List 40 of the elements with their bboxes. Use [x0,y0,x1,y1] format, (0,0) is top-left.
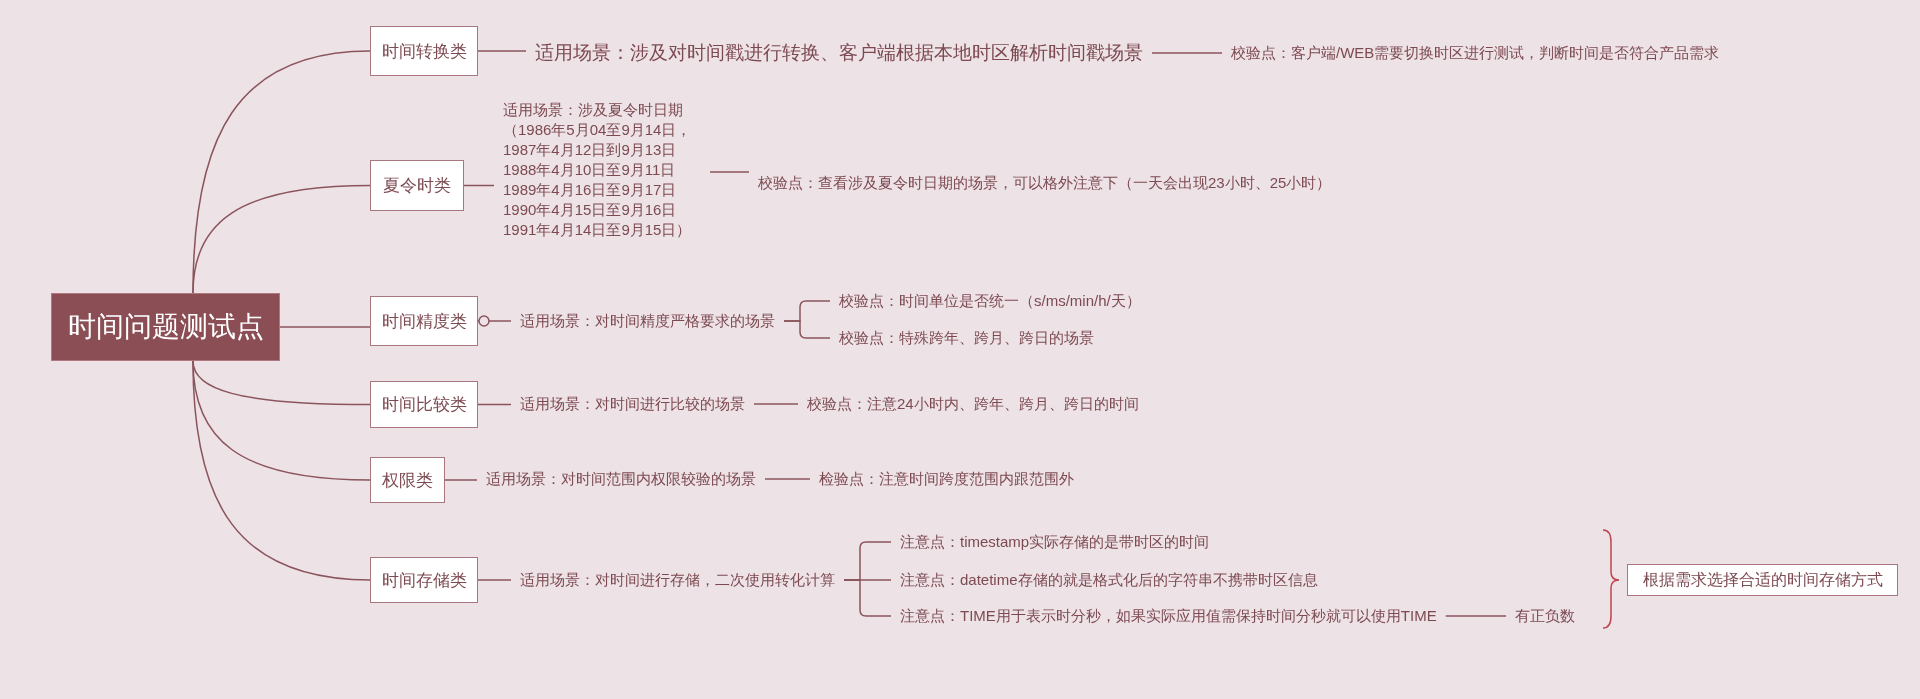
topic-text: 注意点：TIME用于表示时分秒，如果实际应用值需保持时间分秒就可以使用TIME [891,603,1446,629]
topic-text: 检验点：注意时间跨度范围内跟范围外 [810,466,1083,492]
topic-text: 校验点：时间单位是否统一（s/ms/min/h/天） [830,288,1150,314]
topic-text: 注意点：timestamp实际存储的是带时区的时间 [891,529,1219,555]
topic-box: 夏令时类 [370,160,464,211]
branch-line [764,478,811,480]
branch-line [1444,615,1507,617]
branch-line [463,184,495,187]
branch-line [753,403,799,405]
topic-box: 时间比较类 [370,381,478,428]
topic-text: 适用场景：对时间进行比较的场景 [511,391,754,417]
topic-text: 适用场景：对时间进行存储，二次使用转化计算 [511,567,844,593]
branch-line [477,315,512,327]
topic-text: 注意点：datetime存储的就是格式化后的字符串不携带时区信息 [891,567,1327,593]
branch-line [1151,52,1223,54]
topic-text: 校验点：查看涉及夏令时日期的场景，可以格外注意下（一天会出现23小时、25小时） [749,170,1341,196]
branch-line [477,403,512,406]
branch-line [709,171,750,173]
topic-text: 适用场景：涉及对时间戳进行转换、客户端根据本地时区解析时间戳场景 [526,38,1152,68]
topic-box: 权限类 [370,457,445,503]
branch-line [843,579,892,617]
branch-line [783,320,831,339]
topic-text: 校验点：注意24小时内、跨年、跨月、跨日的时间 [798,391,1148,417]
branch-line [279,326,371,328]
topic-text: 适用场景：对时间精度严格要求的场景 [511,308,784,334]
branch-line [192,184,371,294]
topic-box: 时间精度类 [370,296,478,346]
topic-text: 校验点：特殊跨年、跨月、跨日的场景 [830,325,1103,351]
topic-text: 有正负数 [1506,603,1584,629]
topic-box: 时间存储类 [370,557,478,603]
branch-line [477,579,512,581]
topic-text: 适用场景：涉及夏令时日期（1986年5月04至9月14日，1987年4月12日到9月13日1988年4月10日至9月11日1989年4月16日至9月17日1990年4月15日至9月16日1991年4月14日至9月15日） [494,100,710,240]
topic-text: 适用场景：对时间范围内权限较验的场景 [477,466,765,492]
topic-box: 时间转换类 [370,26,478,76]
branch-line [444,479,478,481]
topic-text: 校验点：客户端/WEB需要切换时区进行测试，判断时间是否符合产品需求 [1222,40,1729,66]
central-topic-box: 时间问题测试点 [51,293,280,361]
topic-box: 根据需求选择合适的时间存储方式 [1627,564,1898,596]
branch-line [477,50,527,52]
branch-line [192,360,371,581]
